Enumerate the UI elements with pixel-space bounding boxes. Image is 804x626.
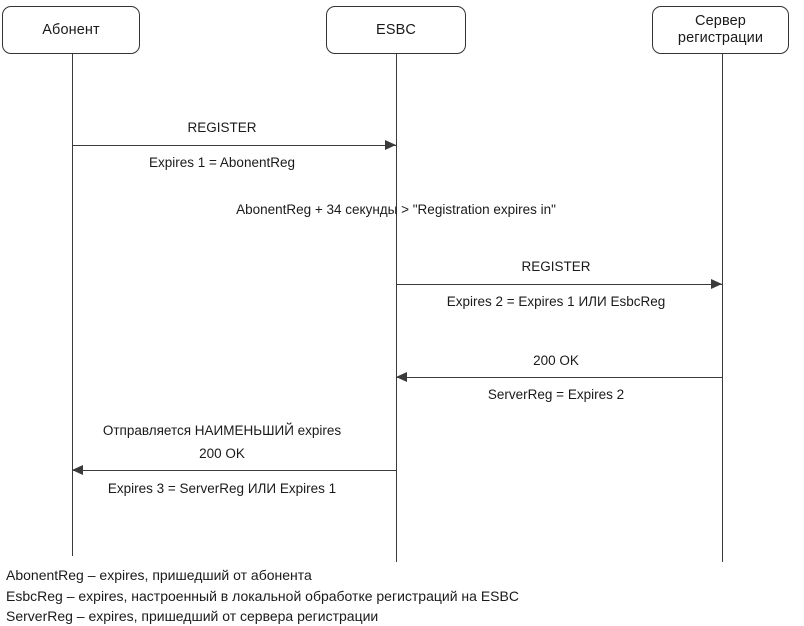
arrowhead-right-register-2 [711,278,722,289]
lifeline-registration-server [722,54,723,562]
message-line-register-1 [72,145,396,146]
message-label-above-200ok-server: 200 OK [533,353,579,368]
participant-box-registration-server[interactable]: Сервер регистрации [652,6,789,54]
legend-line-esbcreg: EsbcReg – expires, настроенный в локальн… [6,587,519,604]
message-label-below-200ok-abonent: Expires 3 = ServerReg ИЛИ Expires 1 [107,481,337,496]
legend: AbonentReg – expires, пришедший от абоне… [6,565,519,626]
message-label-below-register-1: Expires 1 = AbonentReg [149,155,295,170]
lifeline-abonent [72,54,73,556]
note-condition-text: AbonentReg + 34 секунды > "Registration … [236,202,556,217]
arrowhead-left-200ok-server [396,371,407,382]
participant-box-abonent[interactable]: Абонент [2,6,140,54]
message-line-200ok-abonent [72,470,396,471]
participant-label-registration-server-line1: Сервер [695,13,746,29]
lifeline-esbc [396,54,397,562]
note-smallest-expires-text: Отправляется НАИМЕНЬШИЙ expires [102,423,342,438]
participant-label-registration-server: Сервер регистрации [672,13,769,47]
message-line-200ok-server [396,377,722,378]
message-label-below-200ok-server: ServerReg = Expires 2 [487,387,625,402]
message-label-below-register-2: Expires 2 = Expires 1 ИЛИ EsbcReg [446,294,666,309]
participant-label-registration-server-line2: регистрации [677,30,764,46]
arrowhead-right-register-1 [385,139,396,150]
arrowhead-left-200ok-abonent [72,464,83,475]
message-label-above-register-1: REGISTER [187,120,257,135]
legend-line-serverreg: ServerReg – expires, пришедший от сервер… [6,608,379,624]
legend-line-abonentreg: AbonentReg – expires, пришедший от абоне… [6,567,312,583]
message-label-above-register-2: REGISTER [521,259,591,274]
message-label-above-200ok-abonent: 200 OK [199,446,245,461]
participant-box-esbc[interactable]: ESBC [326,6,466,54]
participant-label-esbc: ESBC [376,21,416,38]
participant-label-abonent: Абонент [42,21,100,38]
message-line-register-2 [396,284,722,285]
